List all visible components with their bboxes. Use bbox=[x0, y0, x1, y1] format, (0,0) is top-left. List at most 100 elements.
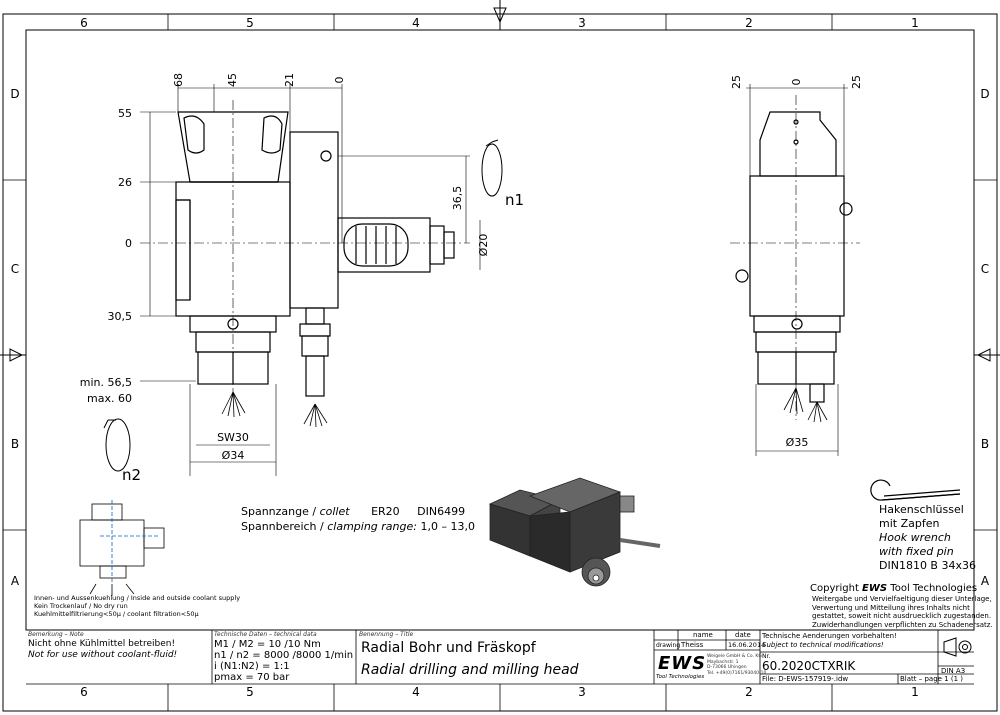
title-de: Radial Bohr und Fräskopf bbox=[361, 640, 536, 656]
note-en: Not for use without coolant-fluid! bbox=[28, 650, 178, 660]
col-num-bottom-2: 2 bbox=[745, 685, 753, 699]
copyright-title: Copyright EWS Tool Technologies bbox=[810, 583, 977, 594]
address-line: Maybachstr. 1 bbox=[707, 659, 739, 665]
dim-dia-20: Ø20 bbox=[477, 234, 490, 257]
dim-0: 0 bbox=[333, 77, 346, 84]
tech-data: M1 / M2 = 10 /10 Nm n1 / n2 = 8000 /8000… bbox=[214, 639, 353, 683]
side-dim-25-right: 25 bbox=[850, 75, 863, 89]
front-view bbox=[175, 111, 455, 428]
wrench-line: Hakenschlüssel bbox=[879, 503, 964, 516]
drawing-row-label: drawing bbox=[656, 642, 681, 649]
side-dim-dia-35: Ø35 bbox=[786, 436, 809, 449]
dim-zero: 0 bbox=[125, 237, 132, 250]
copyright-text: Weitergabe und Vervielfaeltigung dieser … bbox=[812, 595, 993, 629]
clamping-label-de: Spannbereich / bbox=[241, 520, 324, 533]
collet-line-1: Spannzange / collet ER20 DIN6499 bbox=[241, 505, 465, 518]
col-num-top-5: 5 bbox=[246, 16, 254, 30]
side-dim-0: 0 bbox=[790, 79, 803, 86]
header-name: name bbox=[693, 631, 713, 639]
title-en: Radial drilling and milling head bbox=[361, 662, 579, 678]
row-letter-right-a: A bbox=[981, 574, 990, 588]
col-num-bottom-3: 3 bbox=[578, 685, 586, 699]
rotation-marks bbox=[103, 139, 503, 472]
copyright-line: Weitergabe und Vervielfaeltigung dieser … bbox=[812, 595, 992, 603]
changes-en: Subject to technical modifications! bbox=[762, 641, 884, 649]
dim-45: 45 bbox=[226, 73, 239, 87]
tech-data-label: Technische Daten – technical data bbox=[214, 631, 317, 638]
wrench-text: Hakenschlüssel mit Zapfen Hook wrench wi… bbox=[879, 503, 976, 573]
tech-line: pmax = 70 bar bbox=[214, 672, 290, 683]
copyright-prefix: Copyright bbox=[810, 583, 863, 594]
side-dimension-lines bbox=[730, 84, 860, 456]
row-letter-left-a: A bbox=[11, 574, 20, 588]
copyright-line: Verwertung und Mitteilung ihres Inhalts … bbox=[812, 603, 970, 612]
changes-de: Technische Aenderungen vorbehalten! bbox=[762, 632, 897, 640]
dim-sw30: SW30 bbox=[217, 431, 249, 444]
row-letter-left-d: D bbox=[10, 87, 19, 101]
row-letter-left-b: B bbox=[11, 437, 19, 451]
dim-68: 68 bbox=[172, 73, 185, 87]
wrench-line: DIN1810 B 34x36 bbox=[879, 559, 976, 572]
collet-label-de: Spannzange / bbox=[241, 505, 317, 518]
dim-30-5: 30,5 bbox=[108, 310, 133, 323]
coolant-note: Innen- und Aussenkuehlung / Inside and o… bbox=[34, 594, 241, 602]
collet-line-2: Spannbereich / clamping range: 1,0 – 13,… bbox=[241, 520, 475, 533]
clamping-range: 1,0 – 13,0 bbox=[420, 520, 475, 533]
address-line: Tel. +49(0)7161/93040-10 bbox=[707, 670, 767, 676]
row-letter-right-b: B bbox=[981, 437, 989, 451]
wrench-line: Hook wrench bbox=[879, 531, 951, 544]
dim-min: min. 56,5 bbox=[80, 376, 132, 389]
copyright-brand: EWS bbox=[862, 583, 888, 594]
tech-line: n1 / n2 = 8000 /8000 1/min bbox=[214, 650, 354, 661]
wrench-line: mit Zapfen bbox=[879, 517, 940, 530]
coolant-note: Kuehlmittelfiltrierung<50µ / coolant fil… bbox=[34, 610, 199, 618]
sheet-number: Blatt – page 1 (1 ) bbox=[900, 675, 964, 683]
address-line: D-73066 Uhingen bbox=[707, 665, 747, 670]
row-letter-left-c: C bbox=[11, 262, 19, 276]
collet-standard: DIN6499 bbox=[417, 505, 466, 518]
col-num-top-4: 4 bbox=[412, 16, 420, 30]
nr-label: Nr. bbox=[762, 653, 771, 660]
wrench-line: with fixed pin bbox=[879, 545, 954, 558]
paper-format: DIN A3 bbox=[941, 667, 966, 675]
coolant-schematic bbox=[79, 500, 165, 596]
dim-36-5: 36,5 bbox=[451, 186, 464, 211]
note-de: Nicht ohne Kühlmittel betreiben! bbox=[28, 639, 176, 649]
tech-line: i (N1:N2) = 1:1 bbox=[214, 661, 290, 672]
ews-logo-sub: Tool Technologies bbox=[656, 674, 705, 680]
dim-21: 21 bbox=[283, 73, 296, 87]
col-num-bottom-1: 1 bbox=[911, 685, 919, 699]
address-line: Weigele GmbH & Co. KG bbox=[707, 654, 762, 659]
file-name: File: D-EWS-157919-.idw bbox=[762, 675, 849, 683]
header-date: date bbox=[735, 631, 751, 639]
row-letter-right-c: C bbox=[981, 262, 989, 276]
coolant-note: Kein Trockenlauf / No dry run bbox=[34, 602, 128, 610]
coolant-notes: Innen- und Aussenkuehlung / Inside and o… bbox=[34, 594, 240, 618]
dim-26: 26 bbox=[118, 176, 132, 189]
dim-dia-34: Ø34 bbox=[222, 449, 245, 462]
col-num-bottom-4: 4 bbox=[412, 685, 420, 699]
col-num-top-2: 2 bbox=[745, 16, 753, 30]
side-dim-25-left: 25 bbox=[730, 75, 743, 89]
dim-55: 55 bbox=[118, 107, 132, 120]
side-view bbox=[735, 111, 853, 423]
copyright-suffix: Tool Technologies bbox=[887, 583, 978, 594]
note-label: Bemerkung – Note bbox=[28, 631, 84, 638]
title-label: Benennung – Title bbox=[359, 631, 414, 638]
collet-label-en: collet bbox=[319, 505, 350, 518]
clamping-label-en: clamping range: bbox=[327, 520, 417, 533]
drawn-date: 16.06.2014 bbox=[728, 641, 766, 649]
copyright-line: Zuwiderhandlungen verpflichten zu Schade… bbox=[812, 620, 993, 629]
hook-wrench-icon bbox=[870, 479, 961, 501]
part-number: 60.2020CTXRIK bbox=[762, 659, 856, 673]
col-num-bottom-6: 6 bbox=[80, 685, 88, 699]
ews-logo: EWS bbox=[658, 653, 707, 674]
col-num-top-6: 6 bbox=[80, 16, 88, 30]
rotation-n1: n1 bbox=[505, 191, 524, 209]
rotation-n2: n2 bbox=[122, 466, 141, 484]
tech-line: M1 / M2 = 10 /10 Nm bbox=[214, 639, 321, 650]
collet-type: ER20 bbox=[371, 505, 400, 518]
copyright-line: gestattet, soweit nicht ausdruecklich zu… bbox=[812, 612, 992, 620]
isometric-view bbox=[488, 477, 661, 587]
